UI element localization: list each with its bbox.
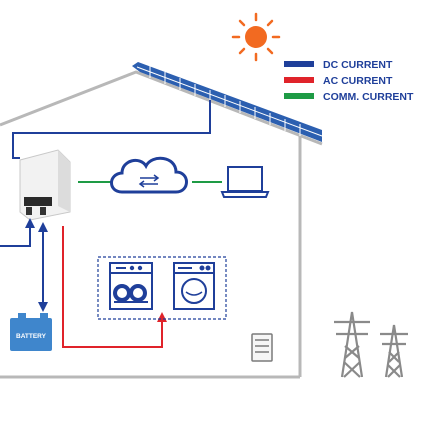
legend-label-ac: AC CURRENT — [323, 75, 393, 87]
inverter-icon — [19, 149, 71, 221]
legend-swatch-comm — [284, 93, 314, 99]
battery-icon: BATTERY — [10, 313, 52, 351]
house-outline — [0, 70, 323, 379]
sun-icon — [231, 12, 281, 62]
legend-label-comm: COMM. CURRENT — [323, 91, 414, 103]
battery-label: BATTERY — [16, 333, 47, 340]
solar-panel-icon — [132, 62, 323, 142]
meter-icon — [251, 333, 273, 362]
dishwasher-icon — [109, 262, 153, 310]
laptop-icon — [220, 166, 270, 198]
power-pylon-icon — [334, 311, 408, 378]
legend-label-dc: DC CURRENT — [323, 59, 393, 71]
cloud-sync-icon — [110, 156, 188, 194]
legend-swatch-ac — [284, 77, 314, 83]
dc-line-grid-left — [0, 224, 31, 247]
legend-swatch-dc — [284, 61, 314, 67]
legend: DC CURRENT AC CURRENT COMM. CURRENT — [284, 59, 414, 103]
washing-machine-icon — [173, 262, 215, 310]
dc-line-panels — [12, 100, 211, 159]
dc-line-battery — [25, 218, 48, 312]
